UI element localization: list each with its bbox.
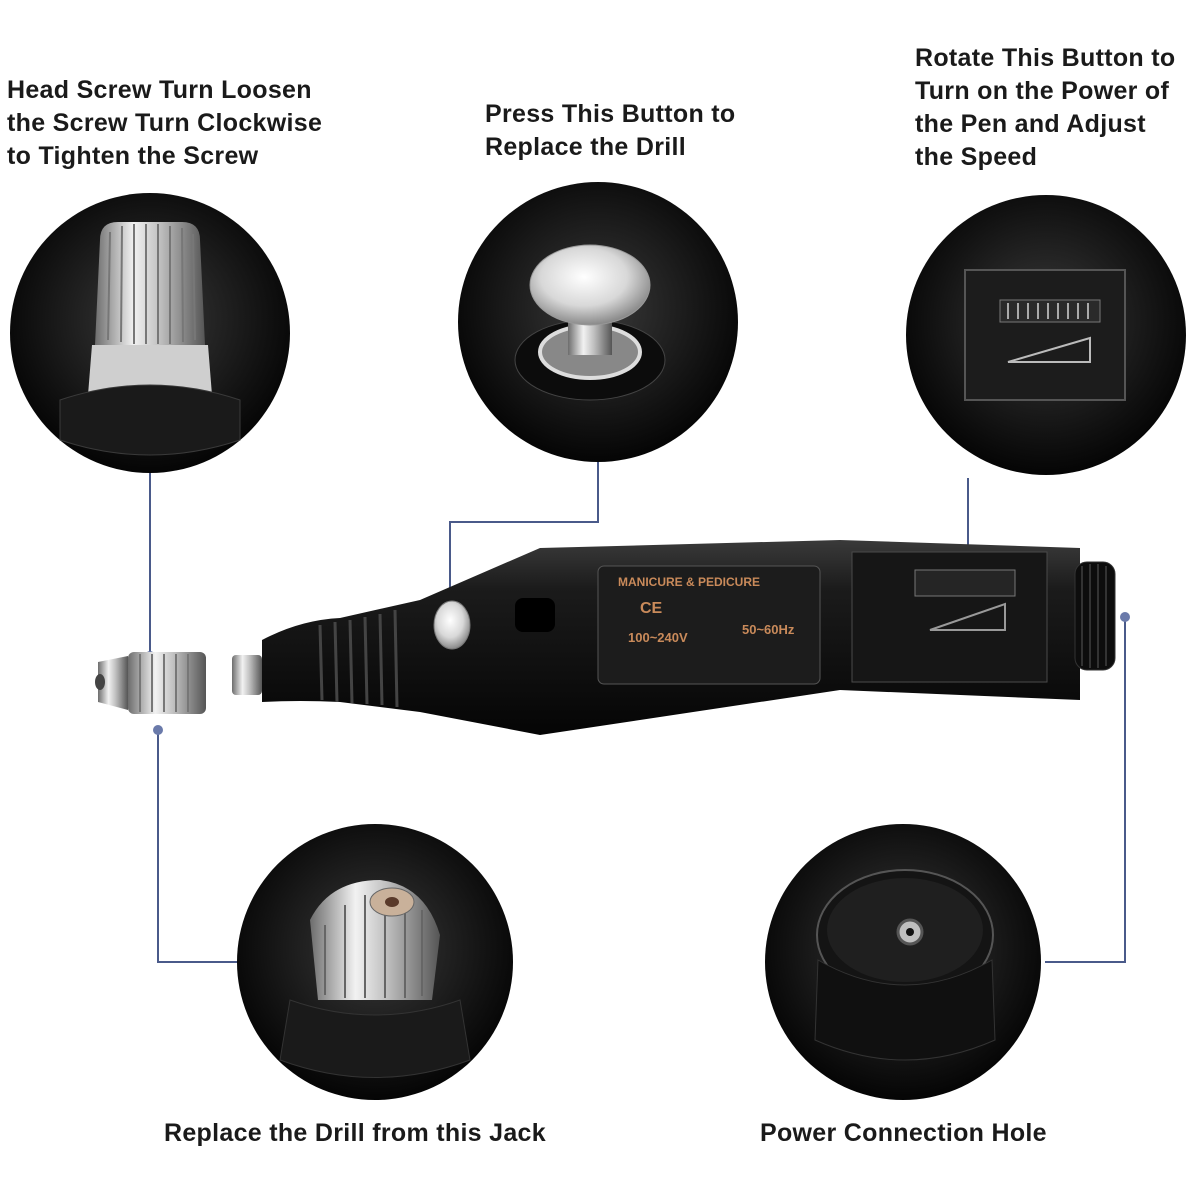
power-hole-caption: Power Connection Hole	[760, 1119, 1047, 1147]
connector-lines	[149, 455, 1126, 963]
collet-head-closeup	[10, 193, 290, 473]
press-button-caption: Press This Button to Replace the Drill	[485, 100, 736, 161]
speed-dial-closeup	[906, 195, 1186, 475]
press-connector-line	[449, 462, 599, 605]
press-button-closeup	[458, 182, 738, 462]
drill-jack-closeup	[237, 824, 513, 1100]
ce-marking: CE	[640, 600, 663, 617]
jack-connector-dot	[153, 725, 163, 735]
power-connector-line	[1045, 618, 1126, 963]
head-screw-caption: Head Screw Turn Loosen the Screw Turn Cl…	[7, 76, 323, 170]
drill-jack-caption: Replace the Drill from this Jack	[164, 1119, 546, 1147]
product-name-marking: MANICURE & PEDICURE	[618, 575, 761, 589]
rotate-button-caption: Rotate This Button to Turn on the Power …	[915, 44, 1176, 171]
power-hole-closeup	[765, 824, 1041, 1100]
drill-pen-body	[232, 540, 1116, 735]
voltage-marking: 100~240V	[628, 630, 688, 645]
frequency-marking: 50~60Hz	[742, 622, 795, 637]
loose-collet	[95, 652, 206, 714]
power-connector-dot	[1120, 612, 1130, 622]
jack-connector-line	[157, 730, 245, 963]
